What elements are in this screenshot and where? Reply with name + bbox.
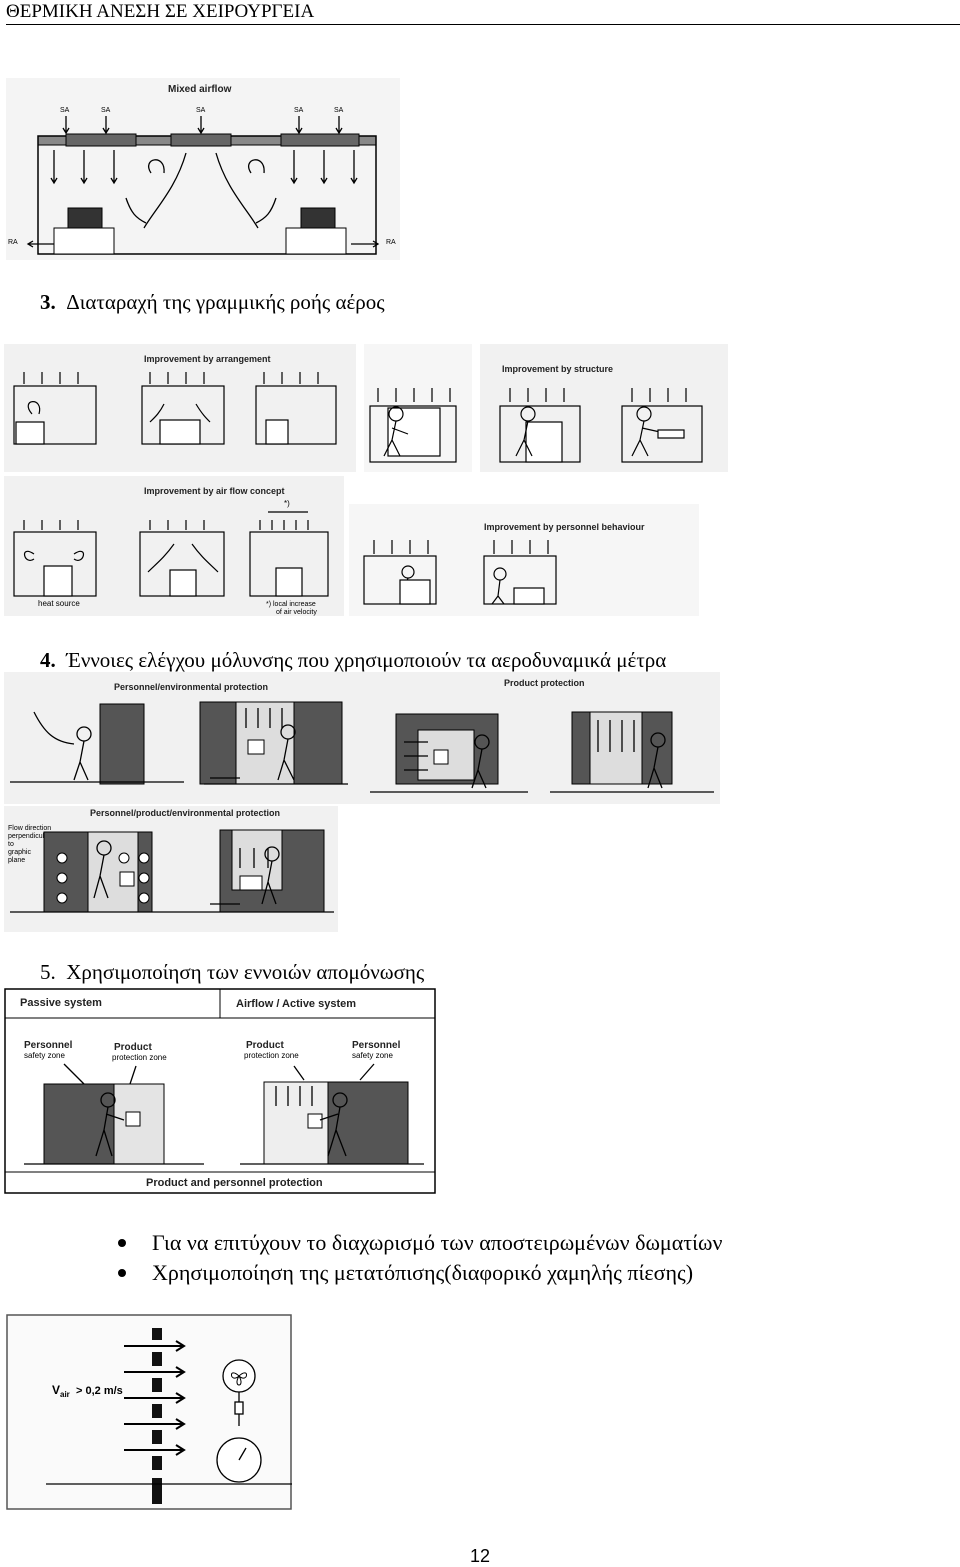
sa-label: SA: [334, 107, 344, 114]
ra-label: RA: [8, 239, 18, 246]
caption-3-text: Διαταραχή της γραμμικής ροής αέρος: [66, 290, 385, 314]
bullet-icon: [118, 1269, 126, 1277]
figure-mixed-airflow: Mixed airflow SA SA SA SA SA: [6, 78, 400, 260]
v-label-main: V: [52, 1383, 60, 1397]
page-number: 12: [469, 1546, 491, 1566]
label-star: *): [284, 499, 290, 508]
label-product-protection: Product protection: [504, 678, 585, 688]
sa-label: SA: [196, 107, 206, 114]
label-local-increase: *) local increase: [266, 601, 316, 608]
label-improvement-structure: Improvement by structure: [502, 364, 613, 374]
caption-4-number: 4.: [40, 648, 56, 672]
label-heat-source: heat source: [38, 599, 80, 608]
ra-label: RA: [386, 239, 396, 246]
label-product: Product: [114, 1042, 152, 1053]
caption-4-text: Έννοιες ελέγχου μόλυνσης που χρησιμοποιο…: [66, 648, 667, 672]
caption-5-text: Χρησιμοποίηση των εννοιών απομόνωσης: [66, 960, 425, 984]
label-personnel-zone-b: safety zone: [352, 1051, 393, 1060]
figure-protection-concepts: Personnel/environmental protection Produ…: [4, 672, 720, 932]
label-personnel-product-env: Personnel/product/environmental protecti…: [90, 808, 280, 818]
label-improvement-personnel: Improvement by personnel behaviour: [484, 522, 645, 532]
label-air-velocity: of air velocity: [276, 609, 317, 616]
bullet-text: Χρησιμοποίηση της μετατόπισης(διαφορικό …: [152, 1260, 694, 1285]
bullet-list: Για να επιτύχουν το διαχωρισμό των αποστ…: [118, 1228, 722, 1288]
sa-label: SA: [294, 107, 304, 114]
page-header: ΘΕΡΜΙΚΗ ΑΝΕΣΗ ΣΕ ΧΕΙΡΟΥΡΓΕΙΑ: [6, 2, 960, 25]
v-label-sub: air: [60, 1390, 70, 1399]
flow-dir-line: Flow direction: [8, 825, 51, 832]
sa-label: SA: [60, 107, 70, 114]
figure-isolation-systems: Passive system Airflow / Active system P…: [4, 988, 436, 1194]
v-label-rest: > 0,2 m/s: [76, 1385, 123, 1397]
bullet-text: Για να επιτύχουν το διαχωρισμό των αποστ…: [152, 1230, 723, 1255]
label-product-b: Product: [246, 1040, 284, 1051]
label-product-zone: protection zone: [112, 1053, 167, 1062]
label-passive: Passive system: [20, 997, 102, 1009]
label-active: Airflow / Active system: [236, 998, 356, 1010]
caption-4: 4. Έννοιες ελέγχου μόλυνσης που χρησιμοπ…: [40, 648, 666, 672]
caption-5: 5. Χρησιμοποίηση των εννοιών απομόνωσης: [40, 960, 424, 984]
caption-5-number: 5.: [40, 960, 56, 984]
caption-3: 3. Διαταραχή της γραμμικής ροής αέρος: [40, 290, 385, 314]
label-personnel-b: Personnel: [352, 1040, 401, 1051]
flow-dir-line: perpendicular: [8, 833, 51, 840]
flow-dir-line: plane: [8, 857, 25, 864]
figure-displacement: V air > 0,2 m/s: [6, 1314, 292, 1510]
flow-dir-line: graphic: [8, 849, 31, 856]
label-footer: Product and personnel protection: [146, 1177, 323, 1189]
label-product-zone-b: protection zone: [244, 1051, 299, 1060]
label-personnel-env: Personnel/environmental protection: [114, 682, 268, 692]
bullet-icon: [118, 1239, 126, 1247]
label-improvement-arrangement: Improvement by arrangement: [144, 354, 271, 364]
list-item: Για να επιτύχουν το διαχωρισμό των αποστ…: [118, 1228, 722, 1258]
list-item: Χρησιμοποίηση της μετατόπισης(διαφορικό …: [118, 1258, 722, 1288]
figure1-title: Mixed airflow: [168, 84, 232, 95]
label-personnel-zone: safety zone: [24, 1051, 65, 1060]
flow-dir-line: to: [8, 841, 14, 848]
sa-label: SA: [101, 107, 111, 114]
figure-improvements: Improvement by arrangement Improvement b…: [4, 344, 728, 616]
label-personnel: Personnel: [24, 1040, 73, 1051]
label-improvement-airflow: Improvement by air flow concept: [144, 486, 285, 496]
caption-3-number: 3.: [40, 290, 56, 314]
